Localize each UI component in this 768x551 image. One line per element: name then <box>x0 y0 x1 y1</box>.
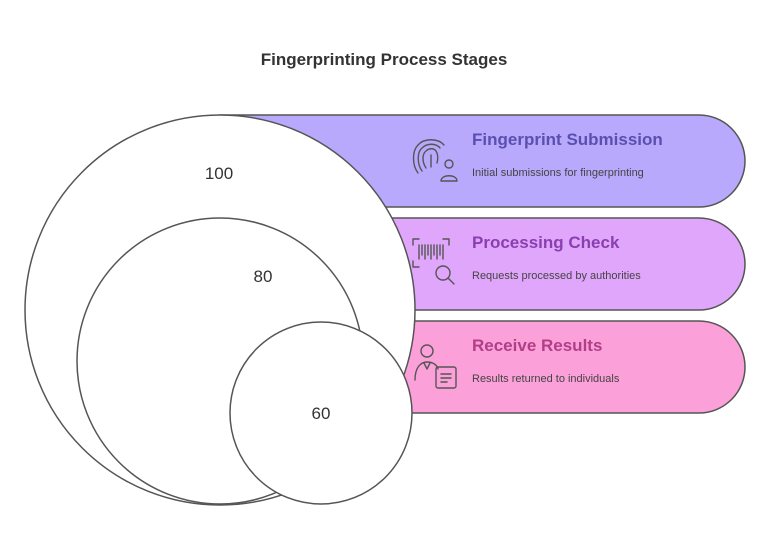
stage-value-fingerprint-submission: 100 <box>205 164 233 183</box>
person-document-icon <box>414 344 457 389</box>
stage-title-processing-check: Processing Check <box>472 233 620 252</box>
stage-circle-receive-results <box>229 321 413 505</box>
stage-value-receive-results: 60 <box>312 404 331 423</box>
stage-title-fingerprint-submission: Fingerprint Submission <box>472 130 663 149</box>
stage-value-processing-check: 80 <box>254 267 273 286</box>
fingerprint-user-icon <box>412 139 458 182</box>
stage-description-fingerprint-submission: Initial submissions for fingerprinting <box>472 167 644 179</box>
barcode-search-icon <box>412 238 455 285</box>
stage-title-receive-results: Receive Results <box>472 336 602 355</box>
diagram-title: Fingerprinting Process Stages <box>261 50 508 69</box>
stage-description-receive-results: Results returned to individuals <box>472 373 620 385</box>
stage-description-processing-check: Requests processed by authorities <box>472 270 641 282</box>
